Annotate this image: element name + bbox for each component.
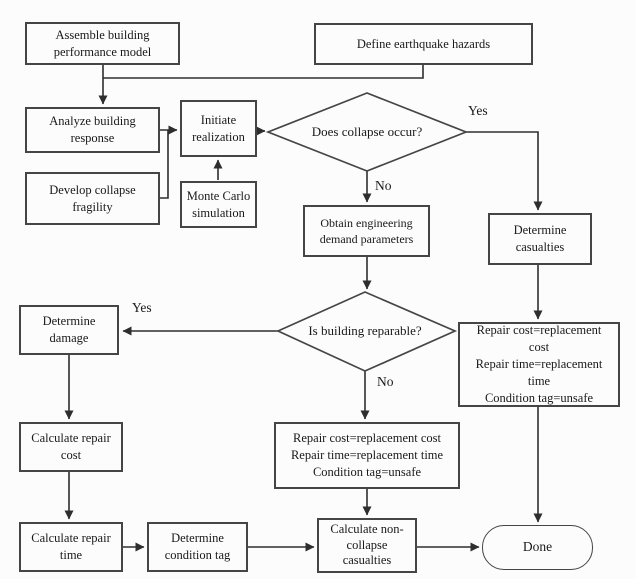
reparable-decision-label: Is building reparable? <box>308 323 422 339</box>
analyze-response-box: Analyze building response <box>25 107 160 153</box>
define-hazards-box: Define earthquake hazards <box>314 23 533 65</box>
done-terminator: Done <box>482 525 593 570</box>
collapse-no-label: No <box>375 178 392 193</box>
calculate-repair-cost-box: Calculate repair cost <box>19 422 123 472</box>
monte-carlo-box: Monte Carlo simulation <box>180 181 257 228</box>
calculate-noncollapse-casualties-box: Calculate non- collapse casualties <box>317 518 417 573</box>
edge-hazards-merge <box>103 65 424 79</box>
calculate-repair-time-box: Calculate repair time <box>19 522 123 572</box>
develop-fragility-box: Develop collapse fragility <box>25 172 160 225</box>
collapse-decision-shape <box>265 92 469 172</box>
obtain-edp-box: Obtain engineering demand parameters <box>303 205 430 257</box>
reparable-decision-shape <box>275 291 458 372</box>
edge-collapse-yes-to-casualties <box>466 131 543 211</box>
edge-fragility-join <box>160 130 169 199</box>
repair-replacement-mid-box: Repair cost=replacement cost Repair time… <box>274 422 460 489</box>
collapse-decision-label: Does collapse occur? <box>311 124 423 140</box>
determine-condition-tag-box: Determine condition tag <box>147 522 248 572</box>
determine-casualties-box: Determine casualties <box>488 213 592 265</box>
repair-replacement-right-box: Repair cost=replacement cost Repair time… <box>458 322 620 407</box>
initiate-realization-box: Initiate realization <box>180 100 257 157</box>
reparable-yes-label: Yes <box>132 300 152 315</box>
assemble-model-box: Assemble building performance model <box>25 22 180 65</box>
reparable-no-label: No <box>377 374 394 389</box>
determine-damage-box: Determine damage <box>19 305 119 355</box>
collapse-yes-label: Yes <box>468 103 488 118</box>
